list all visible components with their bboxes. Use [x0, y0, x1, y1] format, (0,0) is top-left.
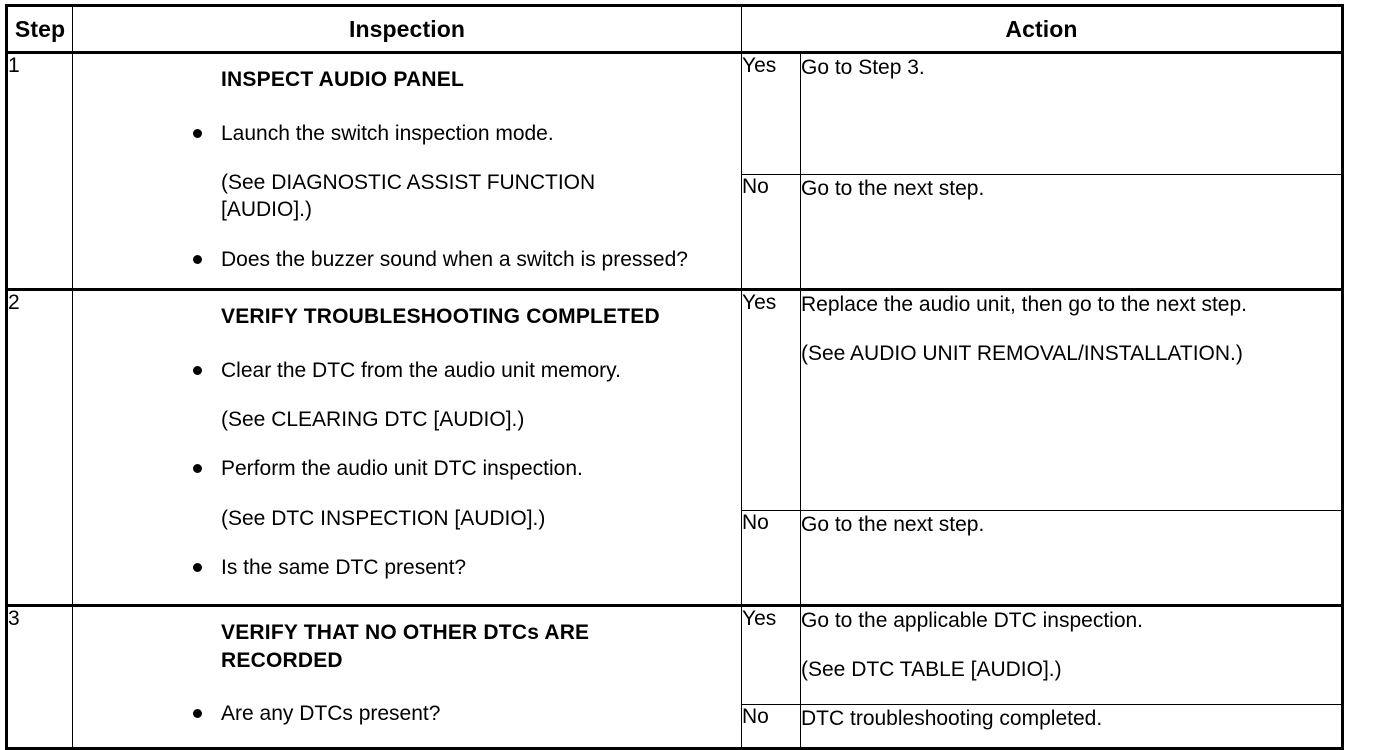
action-cell-step-1-yes: Go to Step 3.	[800, 51, 1343, 175]
action-cell-step-3-yes: Go to the applicable DTC inspection. (Se…	[800, 604, 1343, 705]
inspection-bullet: Perform the audio unit DTC inspection.	[193, 455, 731, 482]
bullet-dot-icon	[193, 709, 202, 719]
inspection-bullet-text: Is the same DTC present?	[221, 555, 467, 579]
table-row-step-1-no: No Go to the next step.	[7, 174, 1343, 290]
inspection-title-step-2: VERIFY TROUBLESHOOTING COMPLETED	[221, 305, 660, 328]
inspection-title-step-1: INSPECT AUDIO PANEL	[221, 68, 464, 91]
action-note: (See DTC TABLE [AUDIO].)	[801, 658, 1062, 682]
result-label-no: No	[741, 174, 801, 290]
column-header-step: Step	[6, 5, 73, 53]
result-label-yes: Yes	[741, 288, 801, 511]
inspection-bullet-text: Clear the DTC from the audio unit memory…	[221, 358, 621, 382]
inspection-bullet-text: Are any DTCs present?	[221, 702, 441, 726]
action-text: Go to the next step.	[801, 513, 985, 536]
bullet-dot-icon	[193, 128, 202, 138]
inspection-bullet: Launch the switch inspection mode.	[193, 120, 731, 147]
table-row-step-3-no: No DTC troubleshooting completed.	[7, 704, 1343, 749]
action-text: Go to the applicable DTC inspection.	[801, 609, 1144, 632]
table-header-row: Step Inspection Action	[6, 5, 1343, 53]
inspection-cell-step-2: VERIFY TROUBLESHOOTING COMPLETED Clear t…	[72, 288, 742, 606]
bullet-dot-icon	[193, 365, 202, 375]
step-number-1: 1	[6, 51, 73, 290]
inspection-bullet-text: Perform the audio unit DTC inspection.	[221, 457, 583, 481]
inspection-title-step-3-line-1: VERIFY THAT NO OTHER DTCs ARE	[221, 621, 590, 644]
action-note: (See AUDIO UNIT REMOVAL/INSTALLATION.)	[801, 342, 1243, 366]
inspection-bullet: Is the same DTC present?	[193, 554, 731, 581]
bullet-dot-icon	[193, 562, 202, 572]
action-text: Go to Step 3.	[801, 56, 925, 79]
table-row-step-1-yes: 1 INSPECT AUDIO PANEL Launch the switch …	[6, 51, 1343, 290]
inspection-bullet: Clear the DTC from the audio unit memory…	[193, 357, 731, 384]
troubleshooting-table: Step Inspection Action 1 INSPECT AUDIO P…	[5, 4, 1344, 750]
action-text: DTC troubleshooting completed.	[801, 707, 1103, 730]
inspection-note-line-1: (See DIAGNOSTIC ASSIST FUNCTION	[221, 171, 596, 195]
inspection-note-line-1: (See DTC INSPECTION [AUDIO].)	[221, 506, 546, 530]
table-row-step-3-yes: 3 VERIFY THAT NO OTHER DTCs ARE RECORDED…	[6, 604, 1343, 749]
result-label-no: No	[741, 510, 801, 606]
bullet-dot-icon	[193, 464, 202, 474]
step-number-2: 2	[6, 288, 73, 606]
table-row-step-2-yes: 2 VERIFY TROUBLESHOOTING COMPLETED Clear…	[6, 288, 1343, 606]
inspection-cell-step-1: INSPECT AUDIO PANEL Launch the switch in…	[72, 51, 742, 290]
inspection-bullet-text: Launch the switch inspection mode.	[221, 121, 554, 145]
inspection-title-step-3-line-2: RECORDED	[221, 648, 343, 672]
action-text: Go to the next step.	[801, 177, 985, 200]
action-cell-step-3-no: DTC troubleshooting completed.	[800, 704, 1343, 749]
inspection-note-line-1: (See CLEARING DTC [AUDIO].)	[221, 408, 525, 432]
action-cell-step-2-no: Go to the next step.	[800, 510, 1343, 606]
action-cell-step-2-yes: Replace the audio unit, then go to the n…	[800, 288, 1343, 511]
inspection-bullet: Are any DTCs present?	[193, 700, 731, 727]
result-label-yes: Yes	[741, 604, 801, 705]
column-header-inspection: Inspection	[72, 5, 742, 53]
inspection-cell-step-3: VERIFY THAT NO OTHER DTCs ARE RECORDED A…	[72, 604, 742, 749]
result-label-no: No	[741, 704, 801, 749]
column-header-action: Action	[741, 5, 1343, 53]
action-text: Replace the audio unit, then go to the n…	[801, 293, 1247, 316]
inspection-bullet: Does the buzzer sound when a switch is p…	[193, 246, 731, 273]
inspection-note-line-2: [AUDIO].)	[221, 198, 313, 222]
table-row-step-2-no: No Go to the next step.	[7, 510, 1343, 606]
inspection-bullet-text: Does the buzzer sound when a switch is p…	[221, 247, 688, 271]
bullet-dot-icon	[193, 254, 202, 264]
action-cell-step-1-no: Go to the next step.	[800, 174, 1343, 290]
step-number-3: 3	[6, 604, 73, 749]
result-label-yes: Yes	[741, 51, 801, 175]
